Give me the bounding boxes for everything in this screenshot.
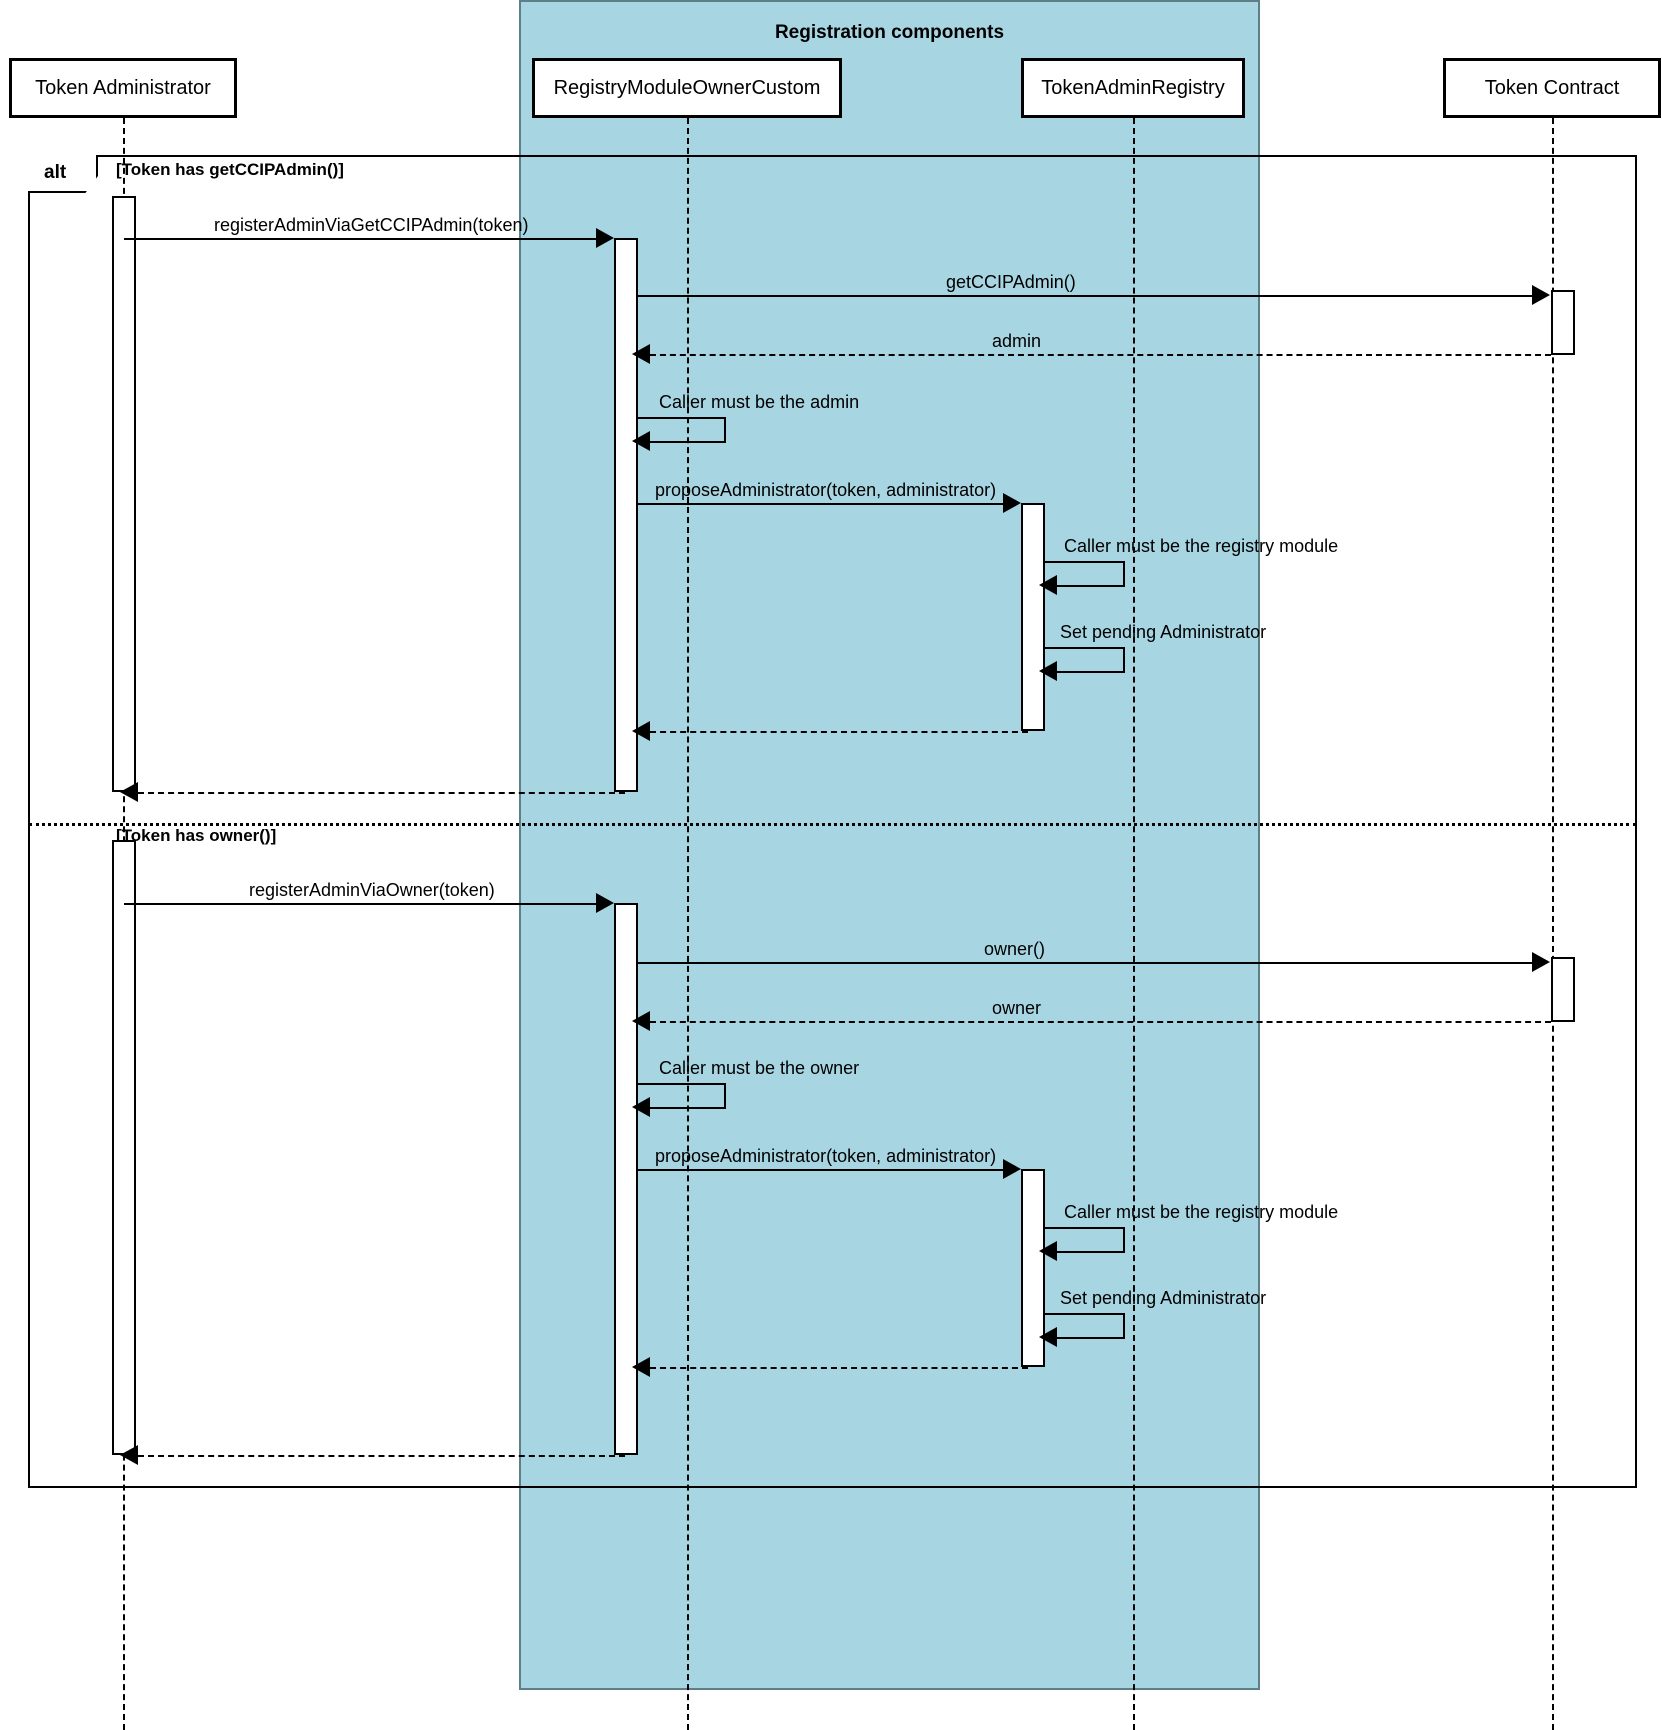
message-arrowhead-2 xyxy=(1532,285,1550,305)
message-label-2: getCCIPAdmin() xyxy=(946,272,1076,292)
message-label-1: registerAdminViaGetCCIPAdmin(token) xyxy=(214,215,529,235)
lifeline-token-contract xyxy=(1552,118,1554,1730)
message-arrowhead-10 xyxy=(596,893,614,913)
participant-label: TokenAdminRegistry xyxy=(1041,76,1225,99)
self-message-arrowhead-6 xyxy=(1039,575,1057,595)
activation-token-admin-registry-1 xyxy=(1021,503,1045,731)
lifeline-registry-module-owner-custom xyxy=(687,118,689,1730)
participant-label: Token Administrator xyxy=(35,76,211,99)
message-label-12: owner xyxy=(992,998,1042,1018)
message-line-9 xyxy=(138,792,625,794)
self-message-top-6 xyxy=(1045,561,1125,563)
message-arrowhead-14 xyxy=(1003,1159,1021,1179)
message-arrowhead-11 xyxy=(1532,952,1550,972)
alt-fragment-operator-label: alt xyxy=(28,155,98,193)
message-arrowhead-8 xyxy=(632,721,650,741)
self-message-bottom-15 xyxy=(1057,1251,1125,1253)
message-label-6: Caller must be the registry module xyxy=(1064,536,1339,556)
self-message-side-16 xyxy=(1123,1313,1125,1338)
activation-token-administrator-1 xyxy=(112,196,136,792)
self-message-top-4 xyxy=(638,417,726,419)
message-label-16: Set pending Administrator xyxy=(1060,1288,1267,1308)
message-line-3 xyxy=(650,354,1551,356)
self-message-bottom-13 xyxy=(650,1107,726,1109)
self-message-arrowhead-4 xyxy=(632,431,650,451)
participant-token-contract[interactable]: Token Contract xyxy=(1443,58,1661,118)
alt-branch-1-condition: [Token has getCCIPAdmin()] xyxy=(116,160,344,179)
alt-fragment-frame xyxy=(28,155,1637,1488)
message-label-13: Caller must be the owner xyxy=(659,1058,860,1078)
message-arrowhead-3 xyxy=(632,344,650,364)
activation-registry-module-1 xyxy=(614,238,638,792)
participant-registry-module-owner-custom[interactable]: RegistryModuleOwnerCustom xyxy=(532,58,842,118)
message-line-10 xyxy=(124,903,597,905)
self-message-top-7 xyxy=(1045,647,1125,649)
activation-token-contract-1 xyxy=(1551,290,1575,355)
message-arrowhead-5 xyxy=(1003,493,1021,513)
self-message-arrowhead-15 xyxy=(1039,1241,1057,1261)
participant-label: Token Contract xyxy=(1484,76,1620,99)
alt-branch-divider xyxy=(29,823,1636,826)
self-message-side-6 xyxy=(1123,561,1125,586)
message-label-3: admin xyxy=(992,331,1042,351)
participant-token-administrator[interactable]: Token Administrator xyxy=(9,58,237,118)
message-label-15: Caller must be the registry module xyxy=(1064,1202,1339,1222)
self-message-top-13 xyxy=(638,1083,726,1085)
activation-token-contract-2 xyxy=(1551,957,1575,1022)
self-message-top-16 xyxy=(1045,1313,1125,1315)
message-line-8 xyxy=(650,731,1028,733)
self-message-arrowhead-13 xyxy=(632,1097,650,1117)
message-line-2 xyxy=(638,295,1533,297)
self-message-bottom-6 xyxy=(1057,585,1125,587)
alt-branch-2-condition: [Token has owner()] xyxy=(116,826,277,845)
participant-token-admin-registry[interactable]: TokenAdminRegistry xyxy=(1021,58,1245,118)
message-label-11: owner() xyxy=(984,939,1046,959)
message-line-18 xyxy=(138,1455,625,1457)
self-message-arrowhead-7 xyxy=(1039,661,1057,681)
message-label-5: proposeAdministrator(token, administrato… xyxy=(655,480,997,500)
message-line-11 xyxy=(638,962,1533,964)
message-line-17 xyxy=(650,1367,1028,1369)
message-arrowhead-9 xyxy=(120,782,138,802)
participant-label: RegistryModuleOwnerCustom xyxy=(553,76,821,99)
message-line-1 xyxy=(124,238,597,240)
message-line-14 xyxy=(638,1169,1004,1171)
message-line-5 xyxy=(638,503,1004,505)
self-message-bottom-4 xyxy=(650,441,726,443)
message-label-7: Set pending Administrator xyxy=(1060,622,1267,642)
alt-operator-text: alt xyxy=(44,162,67,183)
message-label-14: proposeAdministrator(token, administrato… xyxy=(655,1146,997,1166)
self-message-bottom-16 xyxy=(1057,1337,1125,1339)
self-message-side-13 xyxy=(724,1083,726,1108)
lifeline-token-admin-registry xyxy=(1133,118,1135,1730)
group-box-title: Registration components xyxy=(774,22,1005,43)
message-line-12 xyxy=(650,1021,1551,1023)
message-arrowhead-17 xyxy=(632,1357,650,1377)
self-message-side-15 xyxy=(1123,1227,1125,1252)
message-label-10: registerAdminViaOwner(token) xyxy=(249,880,495,900)
message-label-4: Caller must be the admin xyxy=(659,392,860,412)
message-arrowhead-18 xyxy=(120,1445,138,1465)
activation-token-administrator-2 xyxy=(112,840,136,1455)
self-message-bottom-7 xyxy=(1057,671,1125,673)
self-message-side-7 xyxy=(1123,647,1125,672)
self-message-arrowhead-16 xyxy=(1039,1327,1057,1347)
self-message-top-15 xyxy=(1045,1227,1125,1229)
message-arrowhead-12 xyxy=(632,1011,650,1031)
group-box-registration-components xyxy=(519,0,1260,1690)
message-arrowhead-1 xyxy=(596,228,614,248)
self-message-side-4 xyxy=(724,417,726,442)
